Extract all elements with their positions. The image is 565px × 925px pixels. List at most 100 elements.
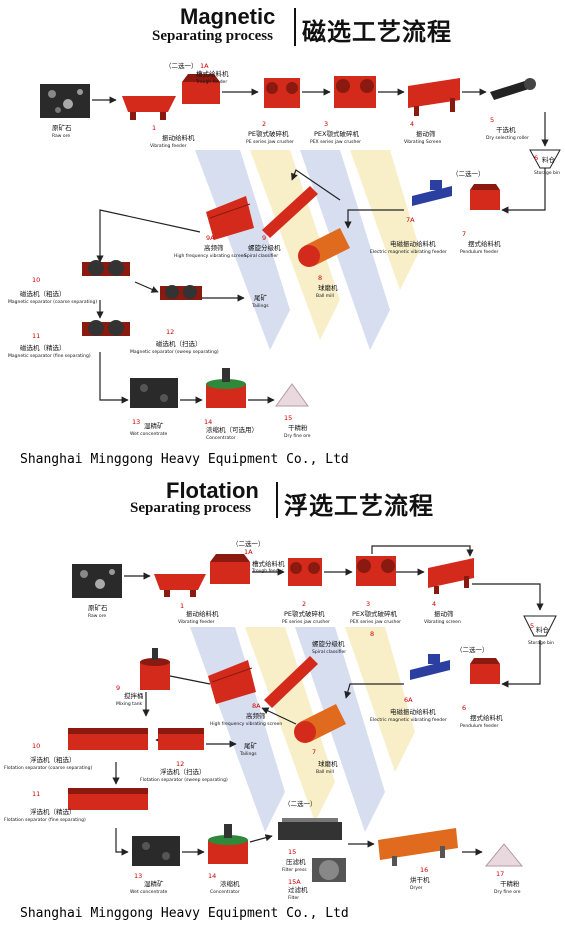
svg-text:PE series jaw crusher: PE series jaw crusher bbox=[282, 619, 330, 625]
svg-text:Tailings: Tailings bbox=[251, 303, 269, 309]
svg-text:螺旋分级机: 螺旋分级机 bbox=[248, 243, 281, 252]
vibrating-feeder-machine bbox=[122, 96, 176, 120]
svg-text:Dry selecting roller: Dry selecting roller bbox=[486, 135, 529, 141]
raw-ore-image bbox=[40, 84, 90, 118]
flotation-separator-sweep bbox=[158, 728, 204, 750]
svg-text:Storage bin: Storage bin bbox=[534, 170, 560, 176]
svg-text:12: 12 bbox=[166, 328, 174, 336]
svg-text:Spiral classifier: Spiral classifier bbox=[244, 253, 278, 259]
svg-text:1A: 1A bbox=[244, 548, 253, 556]
svg-text:高频筛: 高频筛 bbox=[204, 243, 224, 252]
svg-text:湿精矿: 湿精矿 bbox=[144, 879, 164, 888]
vibrating-screen-machine bbox=[428, 558, 474, 594]
svg-text:PEX series jaw crusher: PEX series jaw crusher bbox=[350, 619, 401, 625]
svg-text:电磁振动给料机: 电磁振动给料机 bbox=[390, 239, 436, 248]
magnetic-separator-fine bbox=[82, 320, 130, 336]
svg-text:干选机: 干选机 bbox=[496, 125, 516, 134]
svg-text:Ball mill: Ball mill bbox=[316, 769, 334, 775]
raw-ore-image bbox=[72, 564, 122, 598]
svg-text:3: 3 bbox=[324, 120, 328, 128]
svg-text:PEX series jaw crusher: PEX series jaw crusher bbox=[310, 139, 361, 145]
svg-text:湿精矿: 湿精矿 bbox=[144, 421, 164, 430]
svg-text:14: 14 bbox=[204, 418, 212, 426]
storage-bin bbox=[523, 615, 557, 637]
svg-text:3: 3 bbox=[366, 600, 370, 608]
svg-text:Raw ore: Raw ore bbox=[52, 133, 70, 139]
svg-text:磁选机（扫选）: 磁选机（扫选） bbox=[156, 339, 202, 348]
svg-text:摆式给料机: 摆式给料机 bbox=[470, 713, 503, 722]
svg-text:Vibrating Screen: Vibrating Screen bbox=[404, 139, 441, 145]
svg-text:PEX颚式破碎机: PEX颚式破碎机 bbox=[314, 129, 359, 138]
pe-jaw-crusher-machine bbox=[264, 78, 300, 108]
svg-text:High frequency vibrating scree: High frequency vibrating screen bbox=[174, 253, 246, 259]
magnetic-process-panel: Magnetic Separating process 磁选工艺流程 bbox=[8, 4, 561, 467]
title-divider bbox=[276, 482, 278, 518]
svg-text:Tailings: Tailings bbox=[239, 751, 257, 757]
svg-text:9: 9 bbox=[116, 684, 120, 692]
svg-text:压滤机: 压滤机 bbox=[286, 857, 306, 866]
svg-text:2: 2 bbox=[262, 120, 266, 128]
svg-text:尾矿: 尾矿 bbox=[254, 293, 268, 302]
flotation-separator-coarse bbox=[68, 728, 148, 750]
svg-text:PE颚式破碎机: PE颚式破碎机 bbox=[248, 129, 289, 138]
svg-text:Filter: Filter bbox=[288, 895, 299, 901]
title-divider bbox=[294, 8, 296, 46]
svg-text:Vibrating screen: Vibrating screen bbox=[424, 619, 461, 625]
svg-text:8A: 8A bbox=[252, 702, 261, 710]
svg-text:过滤机: 过滤机 bbox=[288, 885, 308, 894]
svg-text:10: 10 bbox=[32, 742, 40, 750]
company-name: Shanghai Minggong Heavy Equipment Co., L… bbox=[20, 906, 349, 921]
svg-text:17: 17 bbox=[496, 870, 504, 878]
storage-bin bbox=[529, 149, 561, 169]
flotation-title-sub: Separating process bbox=[130, 500, 251, 516]
wet-concentrate-image bbox=[130, 378, 178, 408]
svg-text:干精粉: 干精粉 bbox=[288, 423, 308, 432]
svg-text:烘干机: 烘干机 bbox=[410, 875, 430, 884]
svg-text:6: 6 bbox=[534, 154, 538, 162]
svg-text:浓缩机: 浓缩机 bbox=[220, 879, 240, 888]
svg-text:槽式给料机: 槽式给料机 bbox=[252, 559, 285, 568]
electromagnetic-feeder-machine bbox=[412, 180, 452, 206]
option-tag: （二选一） bbox=[232, 539, 265, 548]
svg-text:Wet concentrate: Wet concentrate bbox=[130, 889, 167, 895]
option-tag-2: （二选一） bbox=[456, 645, 489, 654]
option-tag: （二选一） bbox=[165, 61, 198, 70]
svg-text:Trough feeder: Trough feeder bbox=[251, 568, 283, 574]
flotation-separator-fine bbox=[68, 788, 148, 810]
svg-text:浮选机（精选）: 浮选机（精选） bbox=[30, 807, 76, 816]
dryer-machine bbox=[378, 828, 458, 866]
magnetic-flow-diagram: （二选一） 原矿石 Raw ore 1 振动给料机 Vibrating feed… bbox=[8, 61, 561, 441]
svg-text:干精粉: 干精粉 bbox=[500, 879, 520, 888]
svg-text:14: 14 bbox=[208, 872, 216, 880]
svg-text:磁选机（精选）: 磁选机（精选） bbox=[20, 343, 66, 352]
svg-text:1A: 1A bbox=[200, 62, 209, 70]
wet-concentrate-image bbox=[132, 836, 180, 866]
svg-text:PE series jaw crusher: PE series jaw crusher bbox=[246, 139, 294, 145]
svg-text:11: 11 bbox=[32, 332, 40, 340]
svg-text:Pendulum feeder: Pendulum feeder bbox=[460, 249, 499, 255]
svg-text:Spiral classifier: Spiral classifier bbox=[312, 649, 346, 655]
concentrator-tank bbox=[206, 368, 246, 408]
svg-text:Electric magnetic vibrating fe: Electric magnetic vibrating feeder bbox=[370, 717, 447, 723]
svg-text:振动筛: 振动筛 bbox=[416, 129, 436, 138]
flotation-process-panel: Flotation Separating process 浮选工艺流程 bbox=[0, 472, 565, 925]
svg-text:16: 16 bbox=[420, 866, 428, 874]
svg-text:料仓: 料仓 bbox=[536, 625, 550, 634]
svg-text:浮选机（粗选）: 浮选机（粗选） bbox=[30, 755, 76, 764]
option-tag-2: （二选一） bbox=[452, 169, 485, 178]
option-tag-3: （二选一） bbox=[284, 799, 317, 808]
filter-machine bbox=[312, 858, 346, 882]
svg-text:8: 8 bbox=[370, 630, 374, 638]
svg-text:振动筛: 振动筛 bbox=[434, 609, 454, 618]
svg-text:浮选机（扫选）: 浮选机（扫选） bbox=[160, 767, 206, 776]
svg-text:电磁振动给料机: 电磁振动给料机 bbox=[390, 707, 436, 716]
svg-text:Concentrator: Concentrator bbox=[210, 889, 240, 895]
svg-text:Storage bin: Storage bin bbox=[528, 640, 554, 646]
magnetic-separator-sweep bbox=[160, 285, 202, 300]
svg-text:5: 5 bbox=[490, 116, 494, 124]
dry-selecting-roller-machine bbox=[490, 78, 536, 100]
svg-text:磁选机（粗选）: 磁选机（粗选） bbox=[20, 289, 66, 298]
svg-text:PEX颚式破碎机: PEX颚式破碎机 bbox=[352, 609, 397, 618]
svg-text:Concentrator: Concentrator bbox=[206, 435, 236, 441]
dry-fine-ore-pile bbox=[484, 843, 524, 867]
